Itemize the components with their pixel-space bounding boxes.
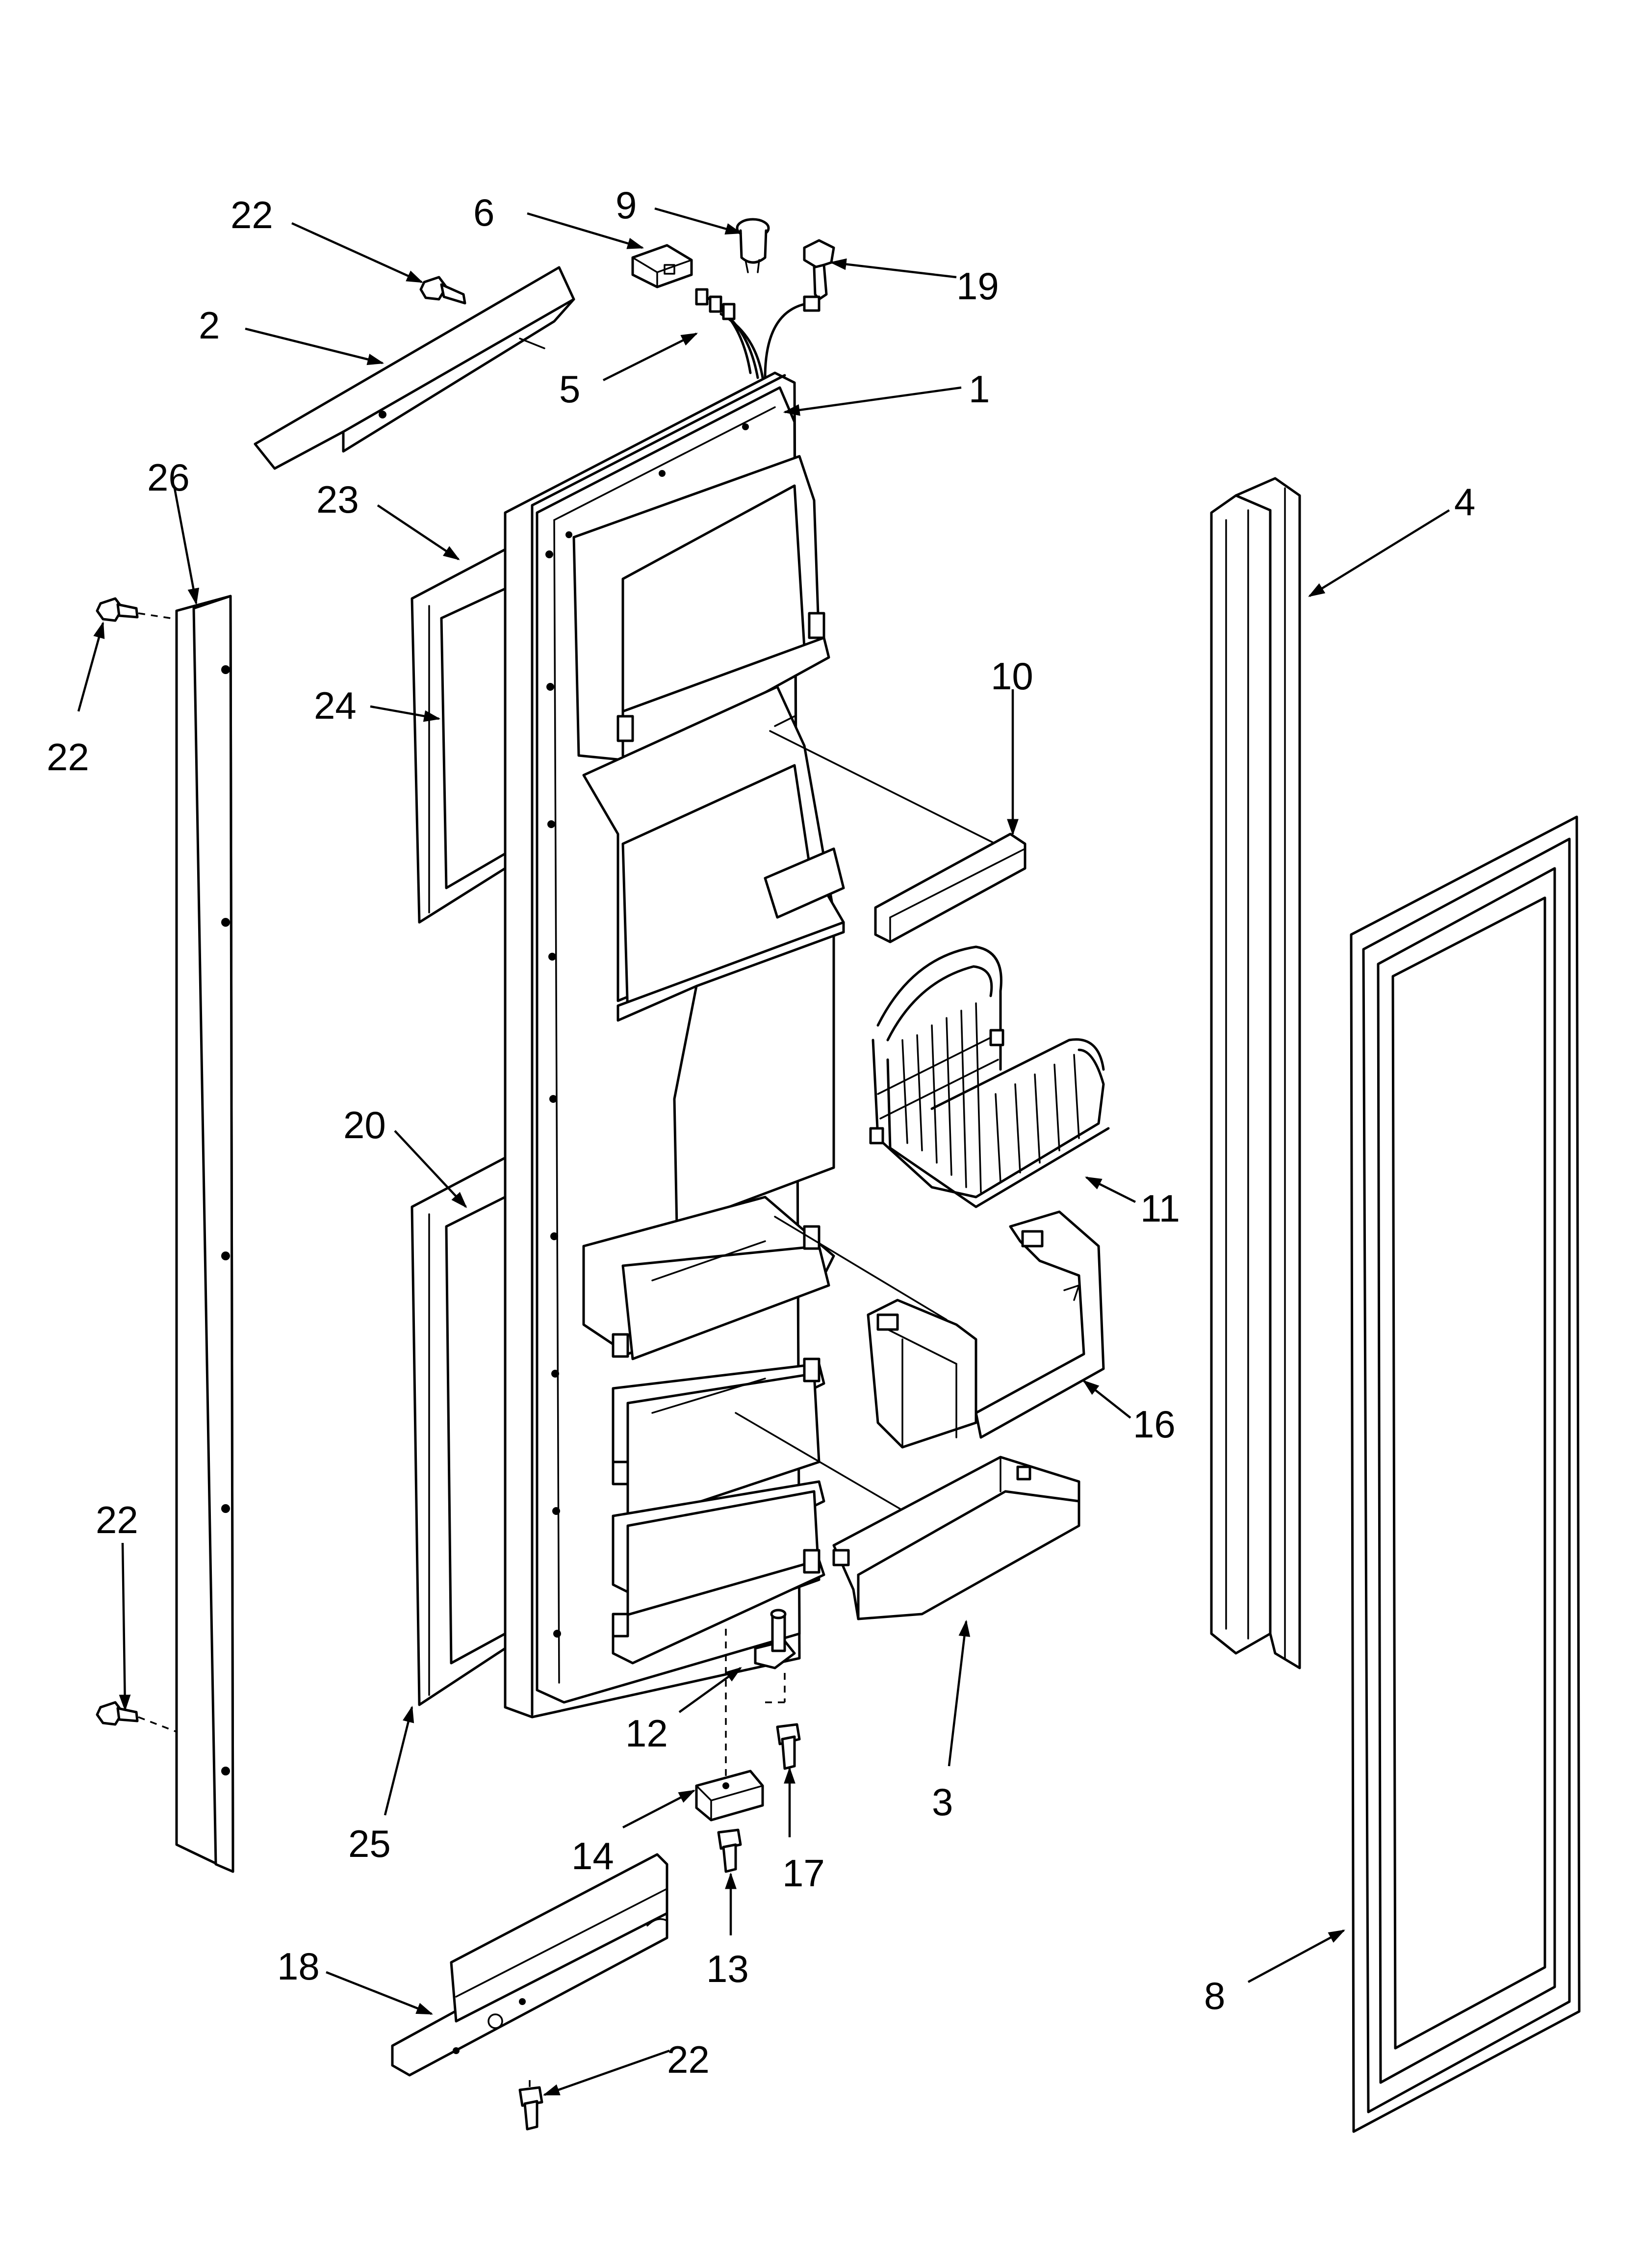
bin-bracket — [867, 1210, 1105, 1449]
callout-2: 2 — [199, 304, 220, 347]
bottom-trim-bracket — [391, 1853, 668, 2077]
screw-19 — [803, 239, 835, 301]
callout-22: 22 — [96, 1498, 138, 1541]
hinge-pin — [754, 1609, 796, 1669]
callout-14: 14 — [571, 1834, 614, 1877]
door-bin — [832, 1456, 1080, 1620]
callout-labels: 22 6 9 19 2 5 1 26 23 4 10 24 22 20 11 1… — [47, 183, 1475, 2081]
callout-16: 16 — [1133, 1403, 1176, 1446]
door-liner — [504, 371, 1016, 1719]
callout-18: 18 — [277, 1945, 320, 1988]
callout-25: 25 — [348, 1822, 391, 1865]
callout-20: 20 — [343, 1103, 386, 1147]
door-gasket — [1350, 815, 1581, 2133]
upper-panel — [410, 548, 507, 924]
callout-24: 24 — [314, 684, 357, 727]
screw-lower-left — [96, 1701, 177, 1733]
callout-8: 8 — [1204, 1974, 1225, 2017]
right-side-trim — [1210, 477, 1301, 1669]
screw-13 — [717, 1828, 742, 1873]
callout-11: 11 — [1140, 1187, 1180, 1230]
callout-6: 6 — [473, 191, 494, 234]
screw-bottom — [518, 2086, 543, 2131]
side-trim-strip — [175, 595, 234, 1873]
leader-lines — [77, 207, 1450, 2096]
callout-22: 22 — [667, 2038, 710, 2081]
callout-17: 17 — [782, 1851, 825, 1895]
callout-5: 5 — [559, 367, 580, 411]
lower-panel — [410, 1156, 507, 1706]
callout-19: 19 — [956, 264, 999, 308]
callout-23: 23 — [316, 478, 359, 521]
wire-harness — [695, 288, 821, 379]
screw-17 — [776, 1723, 801, 1770]
callout-9: 9 — [616, 183, 637, 227]
callout-13: 13 — [706, 1947, 749, 1990]
hinge-block — [695, 1770, 764, 1822]
liner-holes — [545, 423, 749, 1638]
callout-22: 22 — [231, 193, 273, 236]
top-trim-bracket — [254, 266, 575, 470]
callout-10: 10 — [991, 654, 1033, 698]
callout-12: 12 — [625, 1712, 668, 1755]
bin-rail — [874, 833, 1026, 943]
callout-4: 4 — [1454, 480, 1475, 523]
screw-upper-left — [96, 597, 177, 622]
screw-top — [419, 276, 466, 305]
callout-26: 26 — [147, 456, 190, 499]
wire-basket — [869, 945, 1110, 1208]
plug-button — [736, 218, 770, 273]
callout-22: 22 — [47, 735, 89, 779]
wire-connector — [631, 244, 693, 288]
callout-3: 3 — [932, 1780, 953, 1824]
callout-1: 1 — [969, 367, 990, 411]
